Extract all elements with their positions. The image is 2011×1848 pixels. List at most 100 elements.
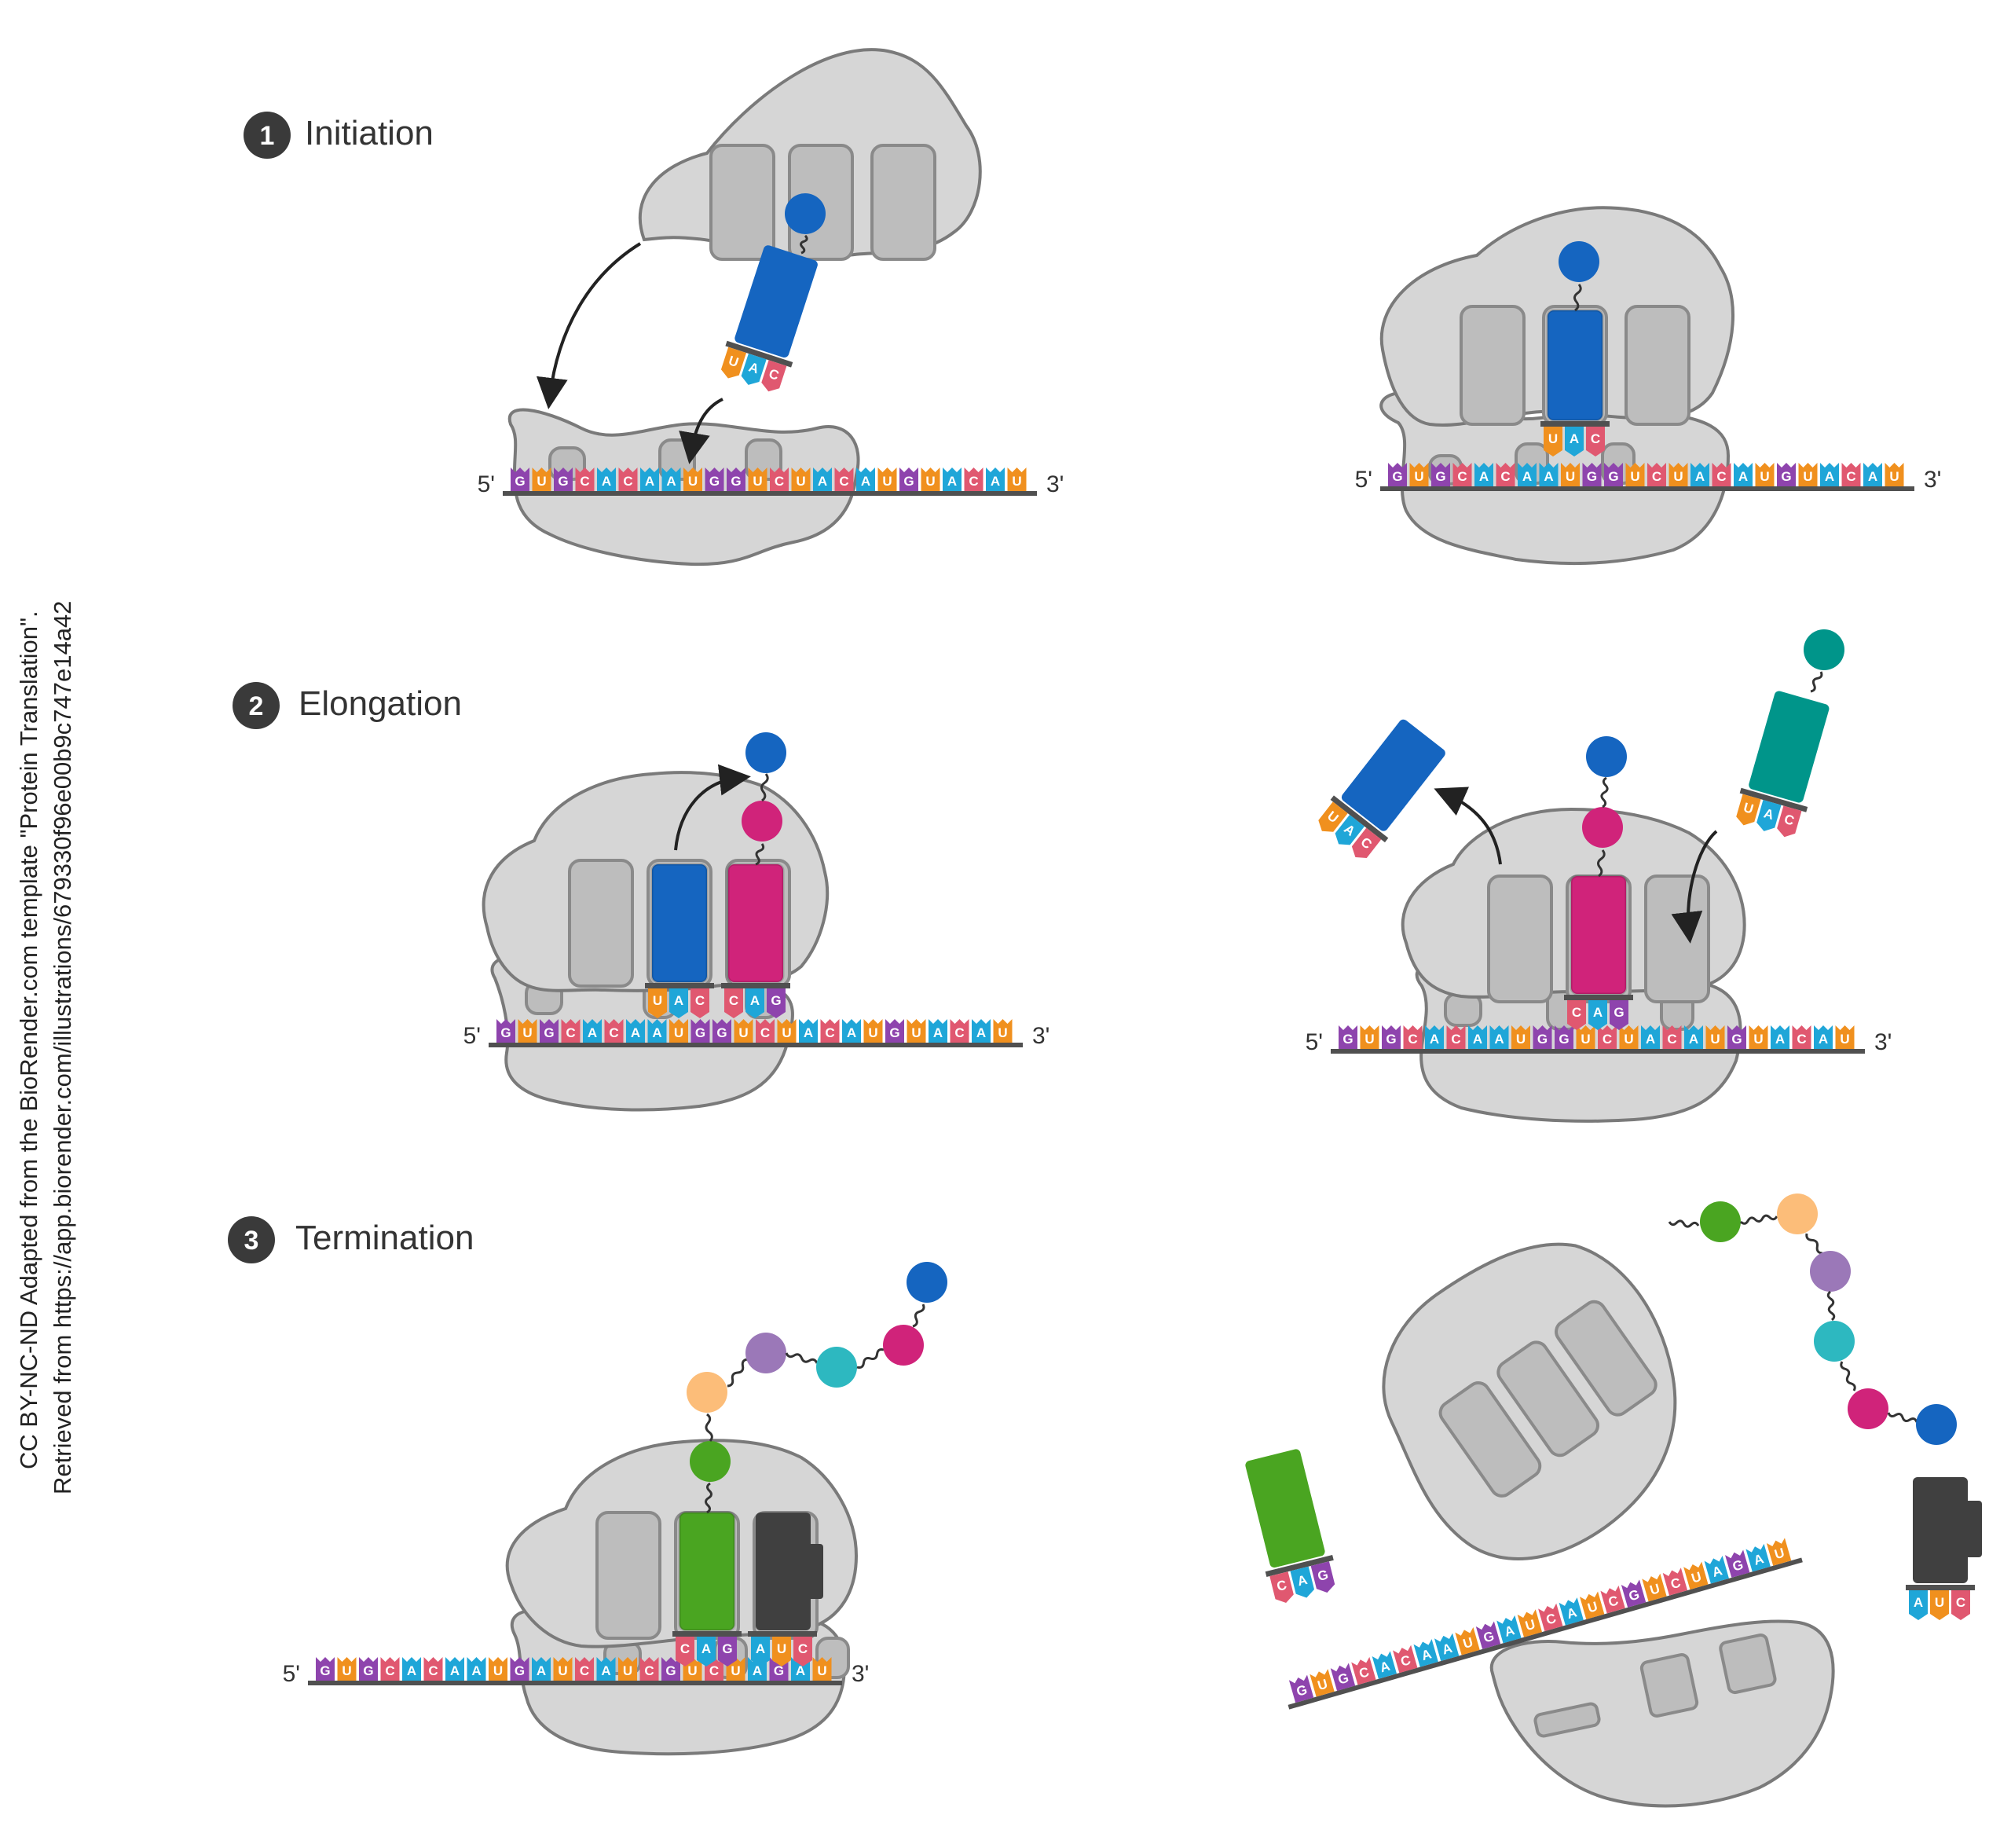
nucleotide: C: [1351, 827, 1382, 859]
nucleotide-shape: [885, 1019, 904, 1043]
anticodon: UAC: [1318, 795, 1389, 859]
nucleotide: U: [1705, 1025, 1725, 1049]
peptide-bond: [1805, 1233, 1823, 1255]
step-number: 3: [244, 1226, 259, 1256]
nucleotide-letter: U: [522, 1025, 532, 1040]
nucleotide-shape: [921, 468, 940, 491]
nucleotide-letter: U: [1773, 1546, 1786, 1563]
nucleotide-shape: [489, 1657, 507, 1681]
nucleotide-letter: U: [623, 1663, 632, 1678]
nucleotide-shape: [1841, 463, 1861, 486]
nucleotide-letter: A: [602, 474, 611, 489]
nucleotide-letter: U: [817, 1663, 826, 1678]
nucleotide-shape: [1777, 805, 1802, 838]
nucleotide-letter: U: [753, 474, 762, 489]
nucleotide: G: [1339, 1025, 1357, 1049]
nucleotide-shape: [1777, 463, 1796, 486]
nucleotide: A: [1745, 1543, 1771, 1572]
nucleotide-letter: A: [1419, 1646, 1433, 1663]
release-factor-body: [756, 1512, 811, 1630]
nucleotide-shape: [575, 1657, 594, 1681]
nucleotide-letter: G: [515, 1663, 525, 1678]
nucleotide-letter: A: [631, 1025, 640, 1040]
nucleotide: C: [604, 1019, 624, 1043]
nucleotide-letter: C: [798, 1641, 808, 1656]
nucleotide: C: [639, 1657, 659, 1681]
nucleotide: U: [1683, 1561, 1709, 1590]
nucleotide-shape: [986, 468, 1005, 491]
nucleotide-letter: A: [1479, 469, 1489, 484]
nucleotide-shape: [748, 468, 767, 491]
nucleotide-letter: A: [537, 1663, 546, 1678]
nucleotide: U: [618, 1657, 637, 1681]
nucleotide: C: [1452, 463, 1472, 486]
three-prime-label: 3': [1874, 1029, 1892, 1055]
nucleotide-letter: A: [1494, 1032, 1504, 1047]
nucleotide: C: [380, 1657, 400, 1681]
nucleotide: U: [337, 1657, 357, 1681]
nucleotide-letter: C: [385, 1663, 394, 1678]
nucleotide-shape: [1475, 1621, 1501, 1649]
nucleotide: A: [799, 1019, 818, 1043]
nucleotide-shape: [1662, 1568, 1688, 1596]
nucleotide-letter: A: [1646, 1032, 1655, 1047]
nucleotide-shape: [697, 1637, 716, 1666]
nucleotide-letter: U: [537, 474, 546, 489]
nucleotide: C: [756, 1019, 775, 1043]
nucleotide-letter: A: [818, 474, 827, 489]
nucleotide-shape: [1647, 463, 1666, 486]
nucleotide-shape: [640, 468, 659, 491]
nucleotide-letter: U: [882, 474, 892, 489]
nucleotide-shape: [532, 468, 551, 491]
nucleotide-shape: [1413, 1639, 1438, 1667]
step-label-elongation: 2 Elongation: [233, 682, 462, 729]
nucleotide-shape: [712, 1019, 731, 1043]
nucleotide-letter: C: [1275, 1578, 1288, 1594]
nucleotide-letter: C: [609, 1025, 618, 1040]
nucleotide-letter: C: [1606, 1593, 1620, 1610]
nucleotide: C: [1600, 1585, 1625, 1614]
nucleotide: A: [1690, 463, 1709, 486]
nucleotide-shape: [1745, 1543, 1771, 1572]
nucleotide-shape: [1771, 1025, 1789, 1049]
trna-body: [1546, 309, 1604, 422]
nucleotide-letter: A: [1825, 469, 1834, 484]
ribosome-site: [1639, 1653, 1699, 1718]
nucleotide-shape: [597, 468, 616, 491]
nucleotide-letter: C: [729, 993, 738, 1008]
nucleotide: U: [1318, 801, 1348, 832]
anticodon-bar: [748, 1631, 817, 1637]
nucleotide-shape: [741, 354, 767, 385]
nucleotide-letter: C: [680, 1641, 690, 1656]
nucleotide-letter: A: [666, 474, 676, 489]
nucleotide-letter: A: [407, 1663, 416, 1678]
nucleotide: A: [741, 354, 767, 385]
nucleotide-letter: U: [1316, 1676, 1329, 1693]
nucleotide-shape: [639, 1657, 659, 1681]
nucleotide-shape: [1684, 1025, 1703, 1049]
ribosome-site: [709, 144, 775, 261]
nucleotide-shape: [1489, 1025, 1509, 1049]
nucleotide: G: [1610, 1000, 1628, 1030]
nucleotide: G: [540, 1019, 559, 1043]
peptide-bond: [760, 773, 769, 802]
mrna-backbone: [1288, 1557, 1803, 1710]
nucleotide: G: [1777, 463, 1796, 486]
five-prime-label: 5': [1355, 467, 1372, 493]
nucleotide-shape: [1820, 463, 1839, 486]
nucleotide-shape: [1727, 1025, 1746, 1049]
nucleotide-shape: [1604, 463, 1623, 486]
trna-body: [1749, 691, 1830, 803]
nucleotide-shape: [1588, 1000, 1607, 1030]
amino-acid-icon: [883, 1325, 924, 1366]
nucleotide-letter: G: [500, 1025, 511, 1040]
nucleotide-shape: [993, 1019, 1013, 1043]
nucleotide-letter: A: [1710, 1563, 1723, 1580]
nucleotide: A: [972, 1019, 991, 1043]
nucleotide-letter: G: [1614, 1005, 1624, 1020]
